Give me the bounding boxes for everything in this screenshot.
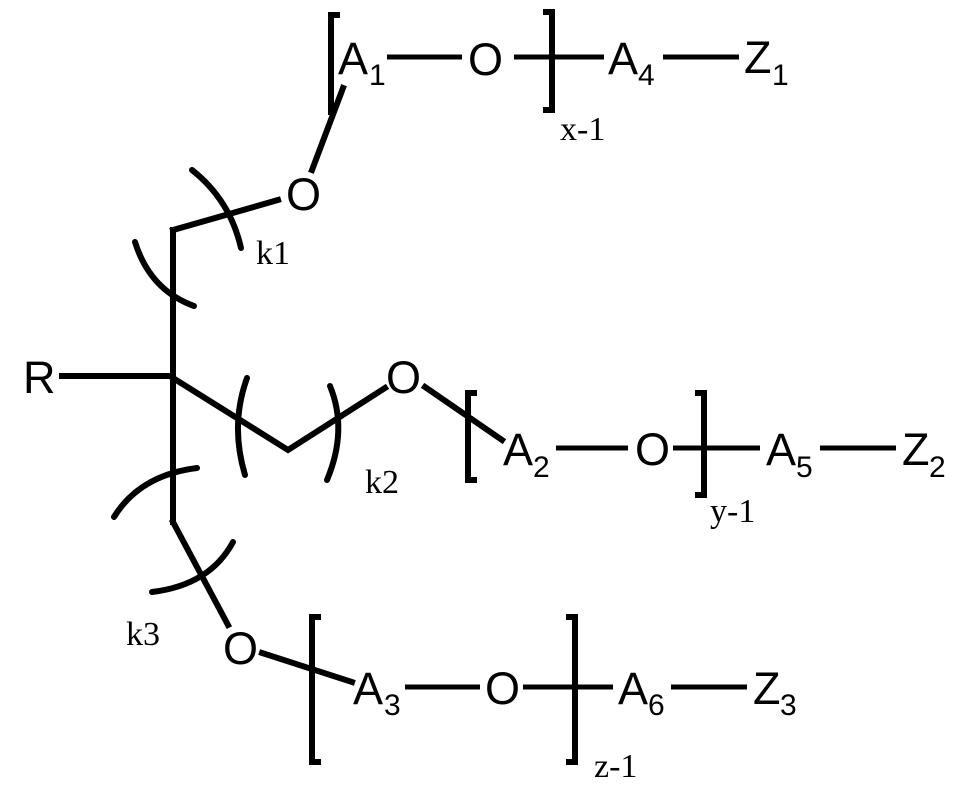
atom-a5-sub: 5 [796, 451, 813, 484]
atom-a4-sub: 4 [638, 59, 655, 92]
repeat-index-y: y-1 [710, 493, 755, 530]
atom-a4: A [608, 33, 638, 84]
repeat-index-x: x-1 [560, 111, 605, 148]
atom-z1: Z [744, 32, 772, 83]
repeat-count-k2: k2 [365, 464, 399, 501]
bond-o3-a3 [262, 653, 352, 682]
repeat-index-z: z-1 [594, 748, 637, 785]
atom-z3: Z [753, 663, 781, 714]
bond-o2-a2 [425, 387, 502, 440]
repeat-count-k3: k3 [126, 616, 160, 653]
atom-a3-sub: 3 [384, 689, 401, 722]
atom-a5: A [766, 424, 796, 475]
atom-a2-sub: 2 [533, 451, 550, 484]
repeat-paren-k3-lower [152, 542, 233, 592]
bracket-close-y [698, 393, 704, 495]
atom-o3-linker: O [223, 623, 258, 674]
repeat-paren-k2-right [327, 386, 338, 480]
atom-o2-linker: O [386, 352, 421, 403]
bracket-open-y [468, 393, 474, 480]
atom-z1-sub: 1 [772, 59, 789, 92]
repeat-count-k1: k1 [256, 235, 290, 272]
atom-a6-sub: 6 [648, 689, 665, 722]
atom-o1-linker: O [286, 169, 321, 220]
repeat-paren-k1-right [192, 170, 241, 248]
atom-a3: A [353, 663, 383, 714]
atom-o2-unit: O [635, 424, 670, 475]
bracket-close-x [546, 12, 552, 110]
atom-z2: Z [902, 424, 930, 475]
atom-a6: A [618, 663, 648, 714]
atom-a1-sub: 1 [369, 59, 386, 92]
atom-o1-unit: O [468, 34, 503, 85]
atom-a1: A [338, 33, 368, 84]
repeat-paren-k1-left [135, 242, 194, 306]
atom-z2-sub: 2 [929, 451, 946, 484]
bond-core-o2-chain [173, 378, 385, 450]
atom-a2: A [503, 424, 533, 475]
bracket-open-x [331, 15, 337, 112]
atom-z3-sub: 3 [780, 689, 797, 722]
bracket-open-z [312, 617, 318, 762]
repeat-paren-k3-upper [114, 468, 197, 517]
atom-o3-unit: O [485, 663, 520, 714]
atom-r: R [23, 352, 56, 403]
bond-o1-a1 [312, 88, 343, 170]
